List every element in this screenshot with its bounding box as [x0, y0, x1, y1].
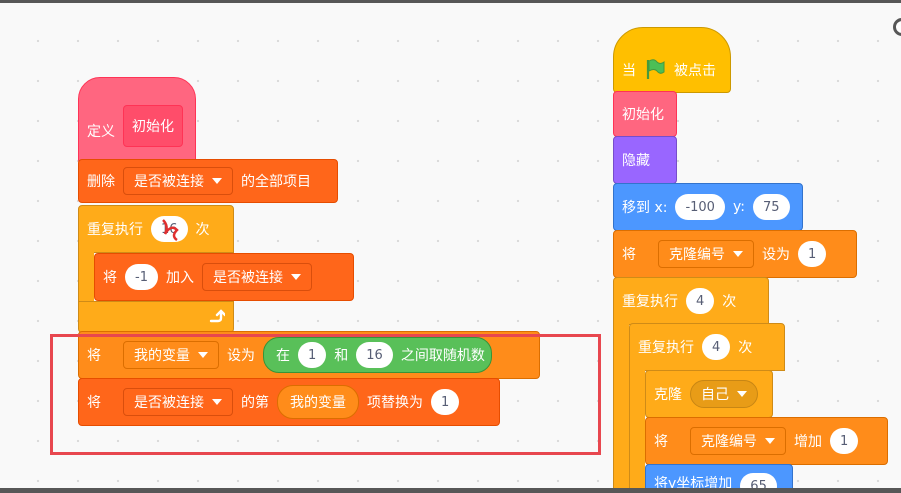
outer-repeat-block-top[interactable]: 重复执行 4 次 — [613, 277, 769, 325]
add-value-input[interactable]: -1 — [125, 264, 158, 290]
call-init-block[interactable]: 初始化 — [613, 91, 677, 137]
when-flag-clicked-hat[interactable]: 当 被点击 — [613, 27, 731, 93]
replace-label: 将 — [87, 395, 101, 411]
add-list-label: 是否被连接 — [212, 270, 283, 286]
random-and-label: 和 — [334, 348, 349, 364]
inner-repeat-arm — [629, 370, 645, 488]
outer-repeat-label: 重复执行 — [622, 294, 678, 310]
outer-repeat-count[interactable]: 4 — [686, 288, 715, 314]
add-to-list-block[interactable]: 将 -1 加入 是否被连接 — [94, 253, 354, 301]
change-y-input[interactable]: 65 — [740, 473, 777, 488]
outer-repeat-arm — [613, 324, 629, 488]
add-list-dropdown[interactable]: 是否被连接 — [201, 263, 312, 291]
pick-random-block[interactable]: 在 1 和 16 之间取随机数 — [263, 337, 492, 373]
goto-x-input[interactable]: -100 — [675, 194, 725, 220]
change-clone-mid: 增加 — [794, 434, 822, 450]
hat-label: 当 — [622, 63, 636, 79]
window-top-border — [0, 0, 901, 3]
set-mid: 设为 — [227, 348, 255, 364]
goto-y-label: y: — [732, 199, 745, 215]
goto-label: 移到 x: — [622, 200, 668, 216]
random-from-input[interactable]: 1 — [298, 342, 327, 368]
repeat-times: 次 — [195, 222, 210, 238]
inner-repeat-count[interactable]: 4 — [702, 334, 731, 360]
change-clone-id-block[interactable]: 将 克隆编号 增加 1 — [645, 417, 888, 465]
goto-y-input[interactable]: 75 — [752, 194, 790, 220]
change-y-block[interactable]: 将y坐标增加 65 — [645, 464, 793, 488]
custom-block-prototype[interactable]: 初始化 — [123, 105, 183, 147]
change-clone-label: 将 — [654, 434, 668, 450]
zoom-control[interactable] — [893, 18, 901, 36]
delete-label: 删除 — [87, 174, 115, 190]
hide-label: 隐藏 — [622, 153, 650, 169]
dropdown-arrow-icon — [212, 399, 222, 405]
proc-name: 初始化 — [132, 119, 174, 135]
random-suffix: 之间取随机数 — [400, 348, 485, 364]
hide-block[interactable]: 隐藏 — [613, 136, 677, 184]
loop-arrow-icon — [209, 309, 225, 323]
create-clone-block[interactable]: 克隆 自己 — [645, 370, 773, 418]
inner-repeat-times: 次 — [738, 340, 753, 356]
change-clone-value-input[interactable]: 1 — [830, 428, 859, 454]
dropdown-arrow-icon — [212, 178, 222, 184]
replace-value-input[interactable]: 1 — [431, 389, 460, 415]
set-variable-block[interactable]: 将 我的变量 设为 在 1 和 16 之间取随机数 — [78, 331, 540, 379]
replace-mid: 的第 — [241, 395, 269, 411]
replace-item-block[interactable]: 将 是否被连接 的第 我的变量 项替换为 1 — [78, 378, 500, 426]
delete-all-of-list-block[interactable]: 删除 是否被连接 的全部项目 — [78, 159, 338, 203]
repeat-block-bottom — [78, 301, 234, 333]
goto-xy-block[interactable]: 移到 x: -100 y: 75 — [613, 183, 803, 231]
set-label: 将 — [87, 348, 101, 364]
delete-suffix: 的全部项目 — [241, 174, 311, 190]
hat-suffix: 被点击 — [674, 63, 716, 79]
add-mid: 加入 — [165, 270, 194, 286]
call-init-label: 初始化 — [622, 107, 664, 123]
inner-repeat-block-top[interactable]: 重复执行 4 次 — [629, 323, 785, 371]
green-flag-icon — [646, 59, 665, 79]
clone-label: 克隆 — [654, 387, 682, 403]
change-y-label: 将y坐标增加 — [654, 476, 733, 488]
define-hat-block[interactable]: 定义 初始化 — [78, 77, 196, 164]
dropdown-arrow-icon — [290, 274, 301, 280]
repeat-label: 重复执行 — [87, 222, 143, 238]
variable-dropdown-label: 我的变量 — [134, 348, 190, 364]
replace-list-dropdown[interactable]: 是否被连接 — [123, 388, 233, 416]
replace-suffix: 项替换为 — [367, 395, 423, 411]
clone-var-dropdown[interactable]: 克隆编号 — [658, 240, 754, 268]
random-to-input[interactable]: 16 — [356, 342, 393, 368]
dropdown-arrow-icon — [737, 391, 747, 397]
random-in-label: 在 — [276, 348, 290, 364]
highlight-box — [50, 334, 601, 455]
dropdown-arrow-icon — [198, 352, 208, 358]
scribble-mark — [162, 219, 179, 242]
list-dropdown-label: 是否被连接 — [134, 174, 204, 190]
dropdown-arrow-icon — [765, 438, 775, 444]
clone-var-label: 克隆编号 — [669, 247, 725, 263]
repeat-block-arm — [78, 252, 94, 304]
set-clone-mid: 设为 — [762, 247, 790, 263]
replace-list-label: 是否被连接 — [134, 395, 204, 411]
repeat-count-input[interactable]: 16 — [151, 216, 188, 242]
change-clone-var-label: 克隆编号 — [701, 434, 757, 450]
set-clone-value-input[interactable]: 1 — [798, 241, 827, 267]
define-label: 定义 — [87, 124, 115, 140]
variable-reporter[interactable]: 我的变量 — [277, 385, 359, 419]
add-label: 将 — [103, 270, 117, 286]
script-canvas[interactable]: 定义 初始化 删除 是否被连接 的全部项目 重复执行 16 次 将 - — [0, 3, 901, 488]
set-clone-id-block[interactable]: 将 克隆编号 设为 1 — [613, 230, 857, 278]
list-dropdown[interactable]: 是否被连接 — [123, 167, 233, 195]
inner-repeat-label: 重复执行 — [638, 340, 694, 356]
variable-dropdown[interactable]: 我的变量 — [123, 341, 219, 369]
set-clone-label: 将 — [622, 247, 636, 263]
clone-target-dropdown[interactable]: 自己 — [690, 380, 758, 408]
clone-target-label: 自己 — [701, 387, 729, 403]
change-clone-var-dropdown[interactable]: 克隆编号 — [690, 427, 786, 455]
repeat-block-top[interactable]: 重复执行 16 次 — [78, 205, 234, 253]
outer-repeat-times: 次 — [722, 294, 737, 310]
window-bottom-border — [0, 488, 901, 493]
dropdown-arrow-icon — [733, 251, 743, 257]
